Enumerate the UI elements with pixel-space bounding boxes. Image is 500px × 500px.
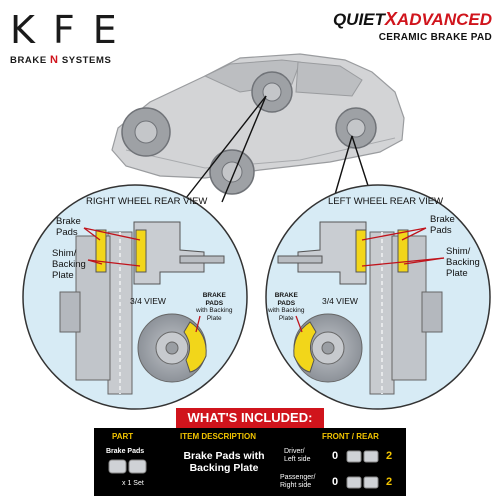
kfe-logo: KFE BRAKE N SYSTEMS xyxy=(10,10,140,72)
right-three-quarter-label: 3/4 VIEW xyxy=(130,296,166,306)
row-passenger-front: 0 xyxy=(332,476,339,488)
header-item: ITEM DESCRIPTION xyxy=(180,432,257,441)
row-passenger-rear: 2 xyxy=(386,476,393,488)
part-name: Brake Pads xyxy=(106,448,145,455)
right-shim-label: Shim/ Backing Plate xyxy=(52,248,86,281)
brake-pad-icon xyxy=(108,459,147,474)
whats-included-table: PART ITEM DESCRIPTION FRONT / REAR Brake… xyxy=(94,428,406,496)
logo-sub-right: SYSTEMS xyxy=(61,55,112,66)
logo-wordmark: KFE xyxy=(10,8,135,52)
left-view-title: LEFT WHEEL REAR VIEW xyxy=(328,196,444,207)
row-driver-rear: 2 xyxy=(386,450,393,462)
right-rotor-3-4 xyxy=(137,313,207,383)
whats-included-title: WHAT'S INCLUDED: xyxy=(176,408,324,428)
left-pad-outer xyxy=(397,229,409,273)
logo-subtitle: BRAKE N SYSTEMS xyxy=(10,54,140,66)
left-pad-inner xyxy=(355,229,367,273)
row-passenger-side: Passenger/ Right side xyxy=(280,474,316,489)
right-brake-pads-label: Brake Pads xyxy=(56,216,81,238)
quiet-advanced-brand: QUIETXADVANCED CERAMIC BRAKE PAD xyxy=(322,10,492,50)
left-brake-pads-label: Brake Pads xyxy=(430,214,455,236)
right-view-title: RIGHT WHEEL REAR VIEW xyxy=(86,196,208,207)
left-pad-3-4 xyxy=(293,321,317,373)
part-qty: x 1 Set xyxy=(122,480,144,487)
whats-included-section: WHAT'S INCLUDED: PART ITEM DESCRIPTION F… xyxy=(0,402,500,500)
item-description: Brake Pads with Backing Plate xyxy=(183,450,265,474)
row-driver-front: 0 xyxy=(332,450,339,462)
left-wheel-view xyxy=(265,184,491,410)
car-illustration xyxy=(111,53,405,195)
right-arrows xyxy=(83,227,201,333)
brand-title: QUIETXADVANCED xyxy=(322,10,492,29)
left-three-quarter-label: 3/4 VIEW xyxy=(322,296,358,306)
right-pad-description: BRAKE PADS with Backing Plate xyxy=(196,292,233,322)
left-rotor-3-4 xyxy=(293,313,363,383)
right-pad-3-4 xyxy=(183,321,207,373)
logo-sub-left: BRAKE xyxy=(10,55,47,66)
header-front-rear: FRONT / REAR xyxy=(322,432,379,441)
left-pad-description: BRAKE PADS with Backing Plate xyxy=(268,292,305,322)
passenger-pad-icon xyxy=(346,476,379,489)
right-pad-inner xyxy=(95,229,107,273)
header-part: PART xyxy=(112,432,134,441)
brand-subtitle: CERAMIC BRAKE PAD xyxy=(378,32,492,43)
left-shim-label: Shim/ Backing Plate xyxy=(446,246,480,279)
brand-x: X xyxy=(384,9,397,29)
row-driver-side: Driver/ Left side xyxy=(284,448,311,463)
right-pad-outer xyxy=(135,229,147,273)
brand-quiet: QUIET xyxy=(332,10,385,29)
right-wheel-view xyxy=(22,184,248,410)
left-arrows xyxy=(295,227,445,333)
driver-pad-icon xyxy=(346,450,379,463)
brand-advanced: ADVANCED xyxy=(396,10,492,29)
logo-sub-mid: N xyxy=(50,54,59,66)
